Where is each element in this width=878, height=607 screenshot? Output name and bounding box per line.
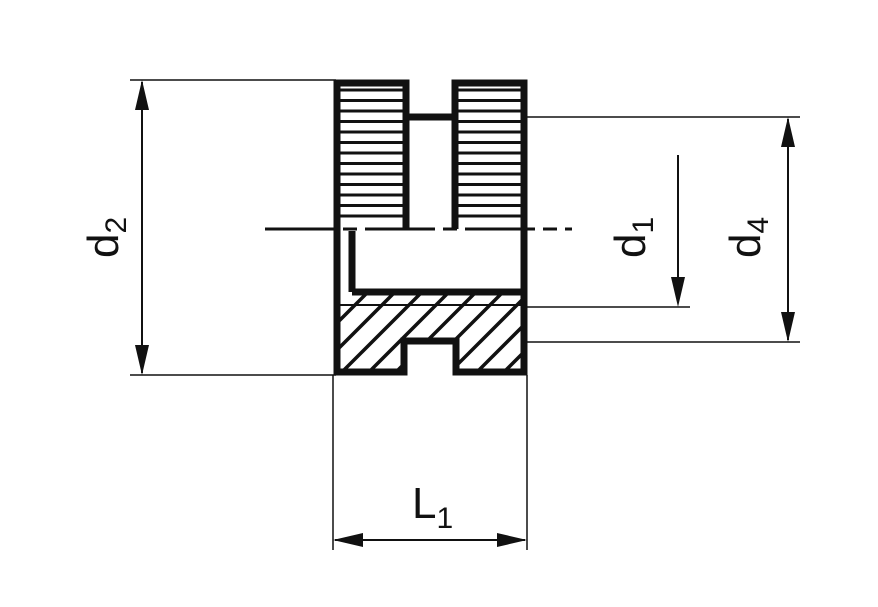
label-d4: d4 (721, 217, 775, 258)
extension-lines (130, 79, 800, 550)
hatch-line (340, 293, 431, 372)
section-hatching (340, 285, 699, 380)
hatch-line (413, 293, 512, 372)
hatch-line (604, 285, 699, 380)
part-outline (333, 79, 528, 376)
hatch-line (494, 293, 523, 372)
hatch-line (359, 293, 458, 372)
hatch-line (577, 285, 672, 380)
hatch-line (340, 293, 404, 372)
label-L1: L1 (412, 479, 453, 535)
dimension-lines (135, 80, 795, 547)
hatch-line (550, 285, 645, 380)
hatch-line (467, 293, 523, 372)
label-d2: d2 (79, 217, 133, 258)
label-d1: d1 (606, 217, 660, 258)
hatch-line (521, 293, 523, 372)
hatch-line (340, 293, 377, 372)
thread-lines (340, 88, 523, 218)
